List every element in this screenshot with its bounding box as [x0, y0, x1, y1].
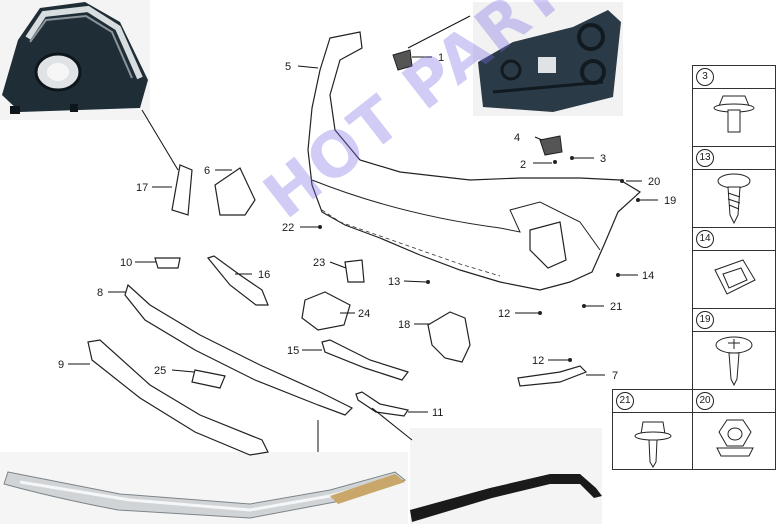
fastener-cell-14: 14 [692, 227, 776, 309]
callout-9: 9 [58, 359, 64, 371]
part-15-trim [321, 339, 409, 381]
callout-12b: 12 [532, 355, 544, 367]
callout-20: 20 [648, 176, 660, 188]
part-14-clip [616, 273, 620, 277]
part-2-screw [553, 160, 557, 164]
part-7-strip [517, 365, 588, 387]
callout-10: 10 [120, 257, 132, 269]
bolt-icon [713, 95, 755, 133]
part-9-lower-grille [87, 339, 269, 456]
part-13-screw [426, 280, 430, 284]
callout-24: 24 [358, 308, 370, 320]
fog-lamp-bezel-photo [0, 0, 150, 120]
hex-nut-icon [716, 419, 754, 457]
fastener-number-14: 14 [696, 230, 714, 248]
fastener-number-19: 19 [696, 311, 714, 329]
fastener-cell-20: 20 [692, 389, 776, 470]
screw-icon [717, 173, 751, 225]
callout-17: 17 [136, 182, 148, 194]
part-23-clip [344, 259, 365, 283]
fastener-legend: 3 13 14 19 [612, 65, 776, 470]
bumper-cover [307, 31, 642, 291]
part-20-nut [620, 179, 624, 183]
callout-7: 7 [612, 370, 618, 382]
callout-18: 18 [398, 319, 410, 331]
part-18-fog-bezel [427, 311, 471, 363]
callout-labels: 1 2 3 4 5 6 7 8 9 10 11 12 12 13 14 15 1… [58, 52, 676, 419]
callout-3: 3 [600, 153, 606, 165]
callout-22: 22 [282, 222, 294, 234]
part-12-screw [538, 311, 542, 315]
part-4-bracket [539, 135, 563, 156]
clip-nut-icon [714, 259, 756, 295]
part-24-ring [301, 291, 351, 331]
fastener-number-20: 20 [696, 392, 714, 410]
callout-2: 2 [520, 159, 526, 171]
callout-25: 25 [154, 365, 166, 377]
part-11-strip [355, 391, 409, 417]
callout-15: 15 [287, 345, 299, 357]
part-16-trim [206, 255, 269, 306]
callout-1: 1 [438, 52, 444, 64]
callout-8: 8 [97, 287, 103, 299]
callout-14: 14 [642, 270, 654, 282]
callout-23: 23 [313, 257, 325, 269]
fastener-cell-3: 3 [692, 65, 776, 147]
callout-12: 12 [498, 308, 510, 320]
part-6-bracket [214, 167, 256, 216]
chrome-trim-photo [0, 452, 408, 524]
callout-11: 11 [432, 407, 443, 419]
callout-19: 19 [664, 195, 676, 207]
part-19-screw [636, 198, 640, 202]
part-10-clip [154, 257, 181, 269]
black-trim-strip-photo [410, 428, 602, 524]
callout-5: 5 [285, 61, 291, 73]
washer-screw-icon [715, 336, 753, 387]
fastener-number-13: 13 [696, 149, 714, 167]
part-21-screw [582, 304, 586, 308]
fastener-cell-13: 13 [692, 146, 776, 228]
fastener-number-21: 21 [616, 392, 634, 410]
callout-6: 6 [204, 165, 210, 177]
fastener-cell-21: 21 [612, 389, 693, 470]
fastener-cell-19: 19 [692, 308, 776, 390]
part-3-screw [570, 156, 574, 160]
callout-16: 16 [258, 269, 270, 281]
callout-21: 21 [610, 301, 622, 313]
flange-bolt-icon [634, 421, 672, 468]
bumper-bracket-photo [473, 2, 623, 116]
callout-4: 4 [514, 132, 520, 144]
part-12b-screw [568, 358, 572, 362]
callout-13: 13 [388, 276, 400, 288]
part-8-lower-valance [124, 283, 354, 416]
part-22-screw [318, 225, 322, 229]
part-1-clip [392, 49, 413, 71]
fastener-number-3: 3 [696, 68, 714, 86]
part-25-cover [191, 369, 226, 389]
part-17-bracket [171, 164, 193, 216]
leader-lines [68, 15, 658, 452]
